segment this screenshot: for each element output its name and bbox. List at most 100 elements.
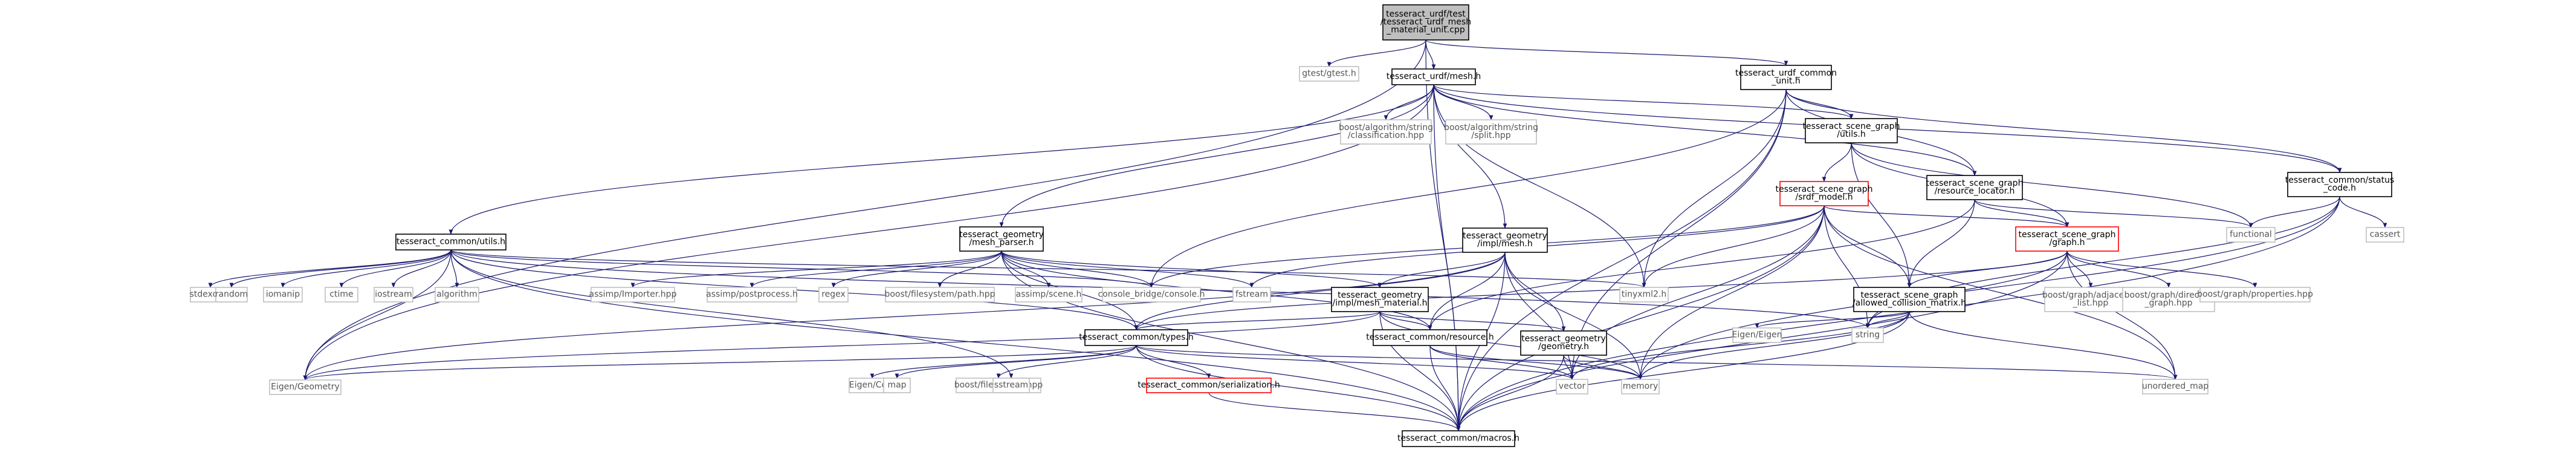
node-label: /impl/mesh_material.h <box>1333 298 1428 308</box>
node-label: assimp/scene.h <box>1016 290 1082 300</box>
node-common-resource[interactable]: tesseract_common/resource.h <box>1366 329 1494 346</box>
node-scene-graph-utils[interactable]: tesseract_scene_graph/utils.h <box>1803 118 1900 143</box>
edge-common-utils-to-sidexcept <box>208 249 451 288</box>
node-label: tesseract_common/serialization.h <box>1138 381 1280 390</box>
node-common-types[interactable]: tesseract_common/types.h <box>1079 329 1194 346</box>
node-box <box>325 287 358 303</box>
edge-impl-mesh-to-mesh-material <box>1377 252 1506 288</box>
node-label: random <box>215 290 248 300</box>
edge-geometry-h-to-memory <box>1563 355 1643 380</box>
node-box <box>1805 118 1898 143</box>
node-label: tesseract_scene_graph <box>2019 230 2116 240</box>
node-label: tesseract_scene_graph <box>1861 290 1958 300</box>
edge-common-utils-to-ctime <box>339 249 451 288</box>
edge-urdf-mesh-to-tinyxml2 <box>1433 84 1646 288</box>
node-unordered-map: unordered_map <box>2142 379 2209 394</box>
node-mesh-material[interactable]: tesseract_geometry/impl/mesh_material.h <box>1331 287 1429 312</box>
node-urdf-common[interactable]: tesseract_urdf_common_unit.h <box>1735 65 1837 90</box>
node-box <box>1299 66 1359 82</box>
node-label: boost/algorithm/string <box>1339 123 1433 133</box>
edge-common-utils-to-common-macros <box>450 249 1461 431</box>
node-label: tesseract_common/utils.h <box>396 237 505 247</box>
edge-resource-locator-to-scene-graph-graph <box>1974 199 2070 227</box>
node-common-utils[interactable]: tesseract_common/utils.h <box>395 234 506 250</box>
edge-impl-mesh-to-eigen-geometry <box>303 252 1506 381</box>
node-impl-mesh[interactable]: tesseract_geometry/impl/mesh.h <box>1462 227 1548 253</box>
edge-srdf-model-to-tinyxml2 <box>1642 205 1825 288</box>
node-mesh-parser[interactable]: tesseract_geometry/mesh_parser.h <box>959 226 1044 252</box>
edge-scene-graph-graph-to-boost-properties <box>2066 250 2257 288</box>
node-label: tesseract_common/status <box>2285 175 2395 185</box>
edge-common-resource-to-vector <box>1429 345 1574 380</box>
node-box <box>885 287 995 303</box>
node-status-code[interactable]: tesseract_common/status_code.h <box>2285 172 2395 197</box>
edge-mesh-parser-to-console-bridge <box>1001 250 1154 288</box>
edge-common-types-to-vector <box>1136 345 1574 380</box>
edge-mesh-material-to-eigen-geometry <box>303 311 1380 381</box>
edge-urdf-mesh-to-impl-mesh <box>1433 84 1507 229</box>
node-label: boost/graph/adjacency <box>2042 290 2139 300</box>
edge-srdf-model-to-allowed-collision <box>1824 205 1912 288</box>
node-box <box>1740 65 1832 90</box>
edge-srdf-model-to-memory <box>1638 205 1825 380</box>
node-assimp-importer: assimp/Importer.hpp <box>589 287 677 303</box>
edge-srdf-model-to-unordered-map <box>1824 205 2178 380</box>
node-box <box>1402 430 1515 447</box>
node-srdf-model[interactable]: tesseract_scene_graph/srdf_model.h <box>1776 181 1873 206</box>
node-assimp-scene: assimp/scene.h <box>1015 287 1083 303</box>
node-label: tesseract_scene_graph <box>1926 178 2024 188</box>
edge-common-types-to-eigen-geometry <box>303 345 1137 381</box>
node-label: _unit.h <box>1771 76 1800 86</box>
node-functional: functional <box>2226 227 2276 243</box>
edge-status-code-to-common-macros <box>1456 196 2340 431</box>
node-scene-graph-graph[interactable]: tesseract_scene_graph/graph.h <box>2015 226 2119 252</box>
node-geometry-h[interactable]: tesseract_geometry/geometry.h <box>1520 330 1607 356</box>
node-label: _material_unit.cpp <box>1386 25 1465 35</box>
node-box <box>395 234 506 250</box>
node-root[interactable]: tesseract_urdf/test/tesseract_urdf_mesh_… <box>1380 4 1471 41</box>
node-box <box>269 379 341 395</box>
edge-impl-mesh-to-common-resource <box>1428 252 1506 330</box>
node-label: tesseract_scene_graph <box>1803 122 1900 131</box>
edge-impl-mesh-to-common-types <box>1134 252 1506 330</box>
node-common-macros[interactable]: tesseract_common/macros.h <box>1397 430 1519 447</box>
node-urdf-mesh[interactable]: tesseract_urdf/mesh.h <box>1387 68 1481 85</box>
edge-mesh-material-to-memory <box>1379 311 1643 380</box>
edge-srdf-model-to-scene-graph-graph <box>1824 205 2070 227</box>
node-box <box>2366 227 2404 243</box>
node-label: /utils.h <box>1837 129 1865 139</box>
node-box <box>1462 227 1548 253</box>
node-box <box>1015 287 1083 303</box>
node-label: functional <box>2230 230 2272 240</box>
node-algorithm: algorithm <box>435 287 479 303</box>
nodes-layer: tesseract_urdf/test/tesseract_urdf_mesh_… <box>190 4 2404 447</box>
node-allowed-collision[interactable]: tesseract_scene_graph/allowed_collision_… <box>1853 287 1966 312</box>
node-box <box>1621 379 1660 394</box>
edge-urdf-mesh-to-common-utils <box>448 84 1434 235</box>
node-eigen-geometry: Eigen/Geometry <box>269 379 341 395</box>
node-resource-locator[interactable]: tesseract_scene_graph/resource_locator.h <box>1926 175 2024 200</box>
node-gtest: gtest/gtest.h <box>1299 66 1359 82</box>
node-box <box>1853 287 1966 312</box>
edge-common-types-to-common-macros <box>1136 345 1461 431</box>
node-box <box>215 287 248 303</box>
node-boost-adjacency: boost/graph/adjacency_list.hpp <box>2042 287 2139 312</box>
node-label: /geometry.h <box>1538 342 1589 352</box>
node-label: algorithm <box>436 290 477 300</box>
node-boost-directed: boost/graph/directed_graph.hpp <box>2122 287 2215 312</box>
node-label: boost/graph/directed <box>2125 290 2213 300</box>
node-box <box>1556 379 1588 394</box>
node-label: Eigen/Eigen <box>1732 330 1782 340</box>
edge-urdf-common-to-status-code <box>1785 89 2342 173</box>
node-iostream: iostream <box>374 287 413 303</box>
node-box <box>959 226 1044 252</box>
node-box <box>1373 329 1487 346</box>
edge-resource-locator-to-common-resource <box>1428 199 1975 330</box>
node-box <box>1102 287 1201 303</box>
edge-geometry-h-to-common-macros <box>1456 355 1564 431</box>
node-label: assimp/Importer.hpp <box>589 290 677 300</box>
edge-scene-graph-utils-to-functional <box>1851 142 2253 228</box>
edge-common-utils-to-iostream <box>391 249 451 288</box>
node-serialization[interactable]: tesseract_common/serialization.h <box>1138 378 1280 393</box>
edge-urdf-mesh-to-scene-graph-utils <box>1433 84 1854 119</box>
